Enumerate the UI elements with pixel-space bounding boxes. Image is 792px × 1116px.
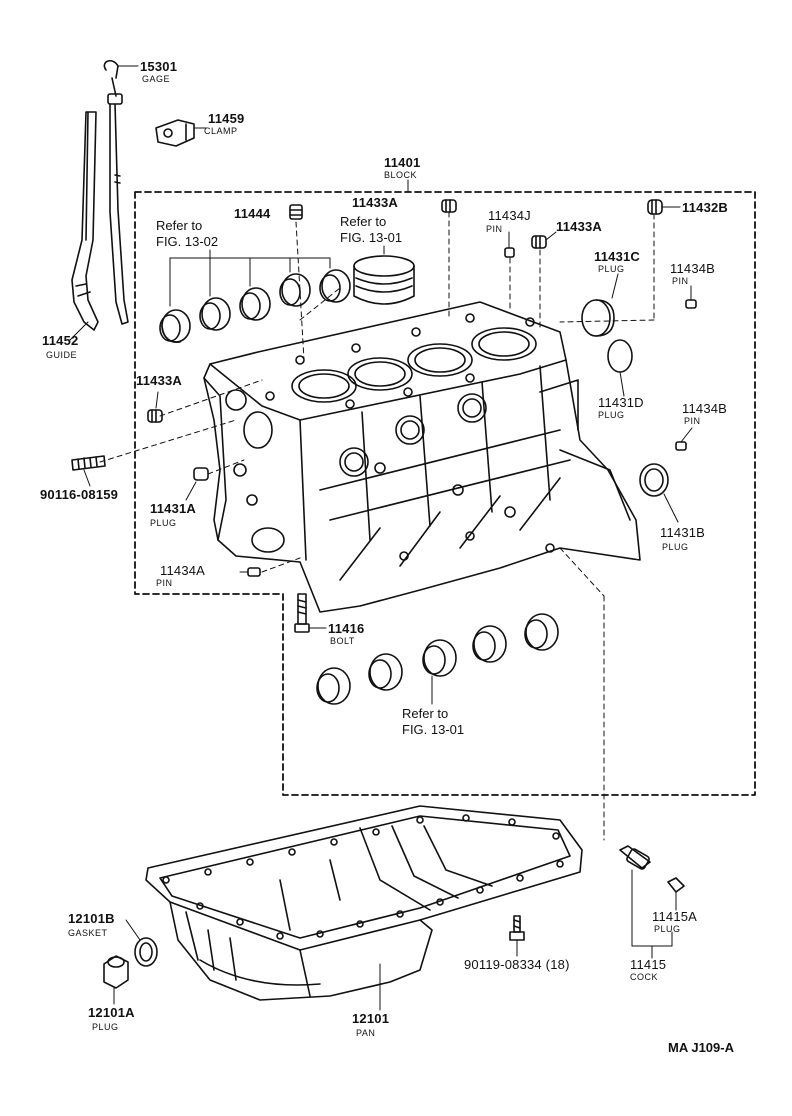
label-11415a-num: 11415A bbox=[652, 909, 698, 924]
label-11434j-name: PIN bbox=[486, 224, 503, 234]
pin-11434b-mid bbox=[675, 441, 687, 451]
label-11434a-name: PIN bbox=[156, 578, 173, 588]
upper-bearings bbox=[159, 269, 351, 343]
dashed-leaders bbox=[99, 211, 655, 841]
label-11444: 11444 bbox=[234, 206, 271, 221]
label-11433a-mid: 11433A bbox=[556, 219, 603, 234]
diagram-code: MA J109-A bbox=[668, 1040, 734, 1055]
label-11416-num: 11416 bbox=[328, 621, 365, 636]
label-clamp-name: CLAMP bbox=[204, 126, 238, 136]
label-guide-num: 11452 bbox=[42, 333, 79, 348]
label-90116: 90116-08159 bbox=[40, 487, 119, 502]
label-11433a-top: 11433A bbox=[352, 195, 399, 210]
gage-guide bbox=[71, 111, 99, 331]
plug-11431d bbox=[607, 339, 633, 373]
label-11431d-num: 11431D bbox=[598, 395, 644, 410]
label-gage-name: GAGE bbox=[142, 74, 171, 84]
plug-11433a-left bbox=[147, 409, 163, 423]
ref1-line1: Refer to bbox=[156, 218, 203, 233]
block-assembly-boundary bbox=[134, 191, 756, 796]
label-11416-name: BOLT bbox=[330, 636, 355, 646]
label-11431b-name: PLUG bbox=[662, 542, 689, 552]
label-12101-name: PAN bbox=[356, 1028, 376, 1038]
label-clamp-num: 11459 bbox=[208, 111, 245, 126]
cock-11415 bbox=[619, 845, 651, 870]
gasket-12101b bbox=[134, 937, 158, 967]
cock-leaders bbox=[631, 869, 677, 959]
label-block-name: BLOCK bbox=[384, 170, 418, 180]
plug-12101a bbox=[103, 955, 129, 989]
pin-11434b-top bbox=[685, 299, 697, 309]
plug-11415a bbox=[667, 877, 685, 893]
ref2-line2: FIG. 13-01 bbox=[340, 230, 403, 245]
ref2-line1: Refer to bbox=[340, 214, 387, 229]
guide-leader bbox=[69, 321, 89, 341]
ref1-leaders bbox=[169, 249, 331, 307]
label-11415a-name: PLUG bbox=[654, 924, 681, 934]
label-11434b-mid-num: 11434B bbox=[682, 401, 728, 416]
label-11433a-left: 11433A bbox=[136, 373, 183, 388]
label-12101a-num: 12101A bbox=[88, 1005, 135, 1020]
label-12101a-name: PLUG bbox=[92, 1022, 119, 1032]
plug-11433a-mid bbox=[531, 235, 547, 249]
lower-bearings bbox=[316, 613, 559, 705]
label-12101b-name: GASKET bbox=[68, 928, 108, 938]
label-11434b-top-num: 11434B bbox=[670, 261, 716, 276]
label-11431c-num: 11431C bbox=[594, 249, 641, 264]
label-guide-name: GUIDE bbox=[46, 350, 78, 360]
label-gage-num: 15301 bbox=[140, 59, 178, 74]
gage-clamp bbox=[155, 119, 195, 147]
label-block-num: 11401 bbox=[384, 155, 421, 170]
engine-block bbox=[203, 301, 641, 613]
plug-11431c bbox=[581, 299, 615, 337]
plug-11431a bbox=[193, 467, 209, 481]
label-11431c-name: PLUG bbox=[598, 264, 625, 274]
plug-11433a-top bbox=[441, 199, 457, 213]
piston-top bbox=[353, 245, 415, 305]
plug-11431b bbox=[639, 463, 669, 497]
oil-level-gage bbox=[103, 59, 129, 325]
label-11415-num: 11415 bbox=[630, 957, 667, 972]
bolt-11416 bbox=[294, 593, 310, 633]
label-11431b-num: 11431B bbox=[660, 525, 706, 540]
label-11431a-name: PLUG bbox=[150, 518, 177, 528]
label-11434a-num: 11434A bbox=[160, 563, 206, 578]
label-11431d-name: PLUG bbox=[598, 410, 625, 420]
ref3-line2: FIG. 13-01 bbox=[402, 722, 465, 737]
pin-11434a bbox=[247, 567, 261, 577]
stud-90116 bbox=[71, 455, 106, 471]
bolt-90119 bbox=[509, 915, 525, 941]
label-11434b-top-name: PIN bbox=[672, 276, 689, 286]
label-11431a-num: 11431A bbox=[150, 501, 197, 516]
label-11432b: 11432B bbox=[682, 200, 729, 215]
label-90119: 90119-08334 (18) bbox=[464, 957, 570, 972]
plug-11444 bbox=[289, 204, 303, 220]
oil-pan bbox=[145, 805, 583, 1001]
label-12101-num: 12101 bbox=[352, 1011, 390, 1026]
ref1-line2: FIG. 13-02 bbox=[156, 234, 219, 249]
label-11415-name: COCK bbox=[630, 972, 659, 982]
label-11434b-mid-name: PIN bbox=[684, 416, 701, 426]
label-12101b-num: 12101B bbox=[68, 911, 115, 926]
plug-11432b bbox=[647, 199, 663, 215]
ref3-line1: Refer to bbox=[402, 706, 449, 721]
pin-11434j bbox=[504, 247, 515, 258]
label-11434j-num: 11434J bbox=[488, 208, 531, 223]
